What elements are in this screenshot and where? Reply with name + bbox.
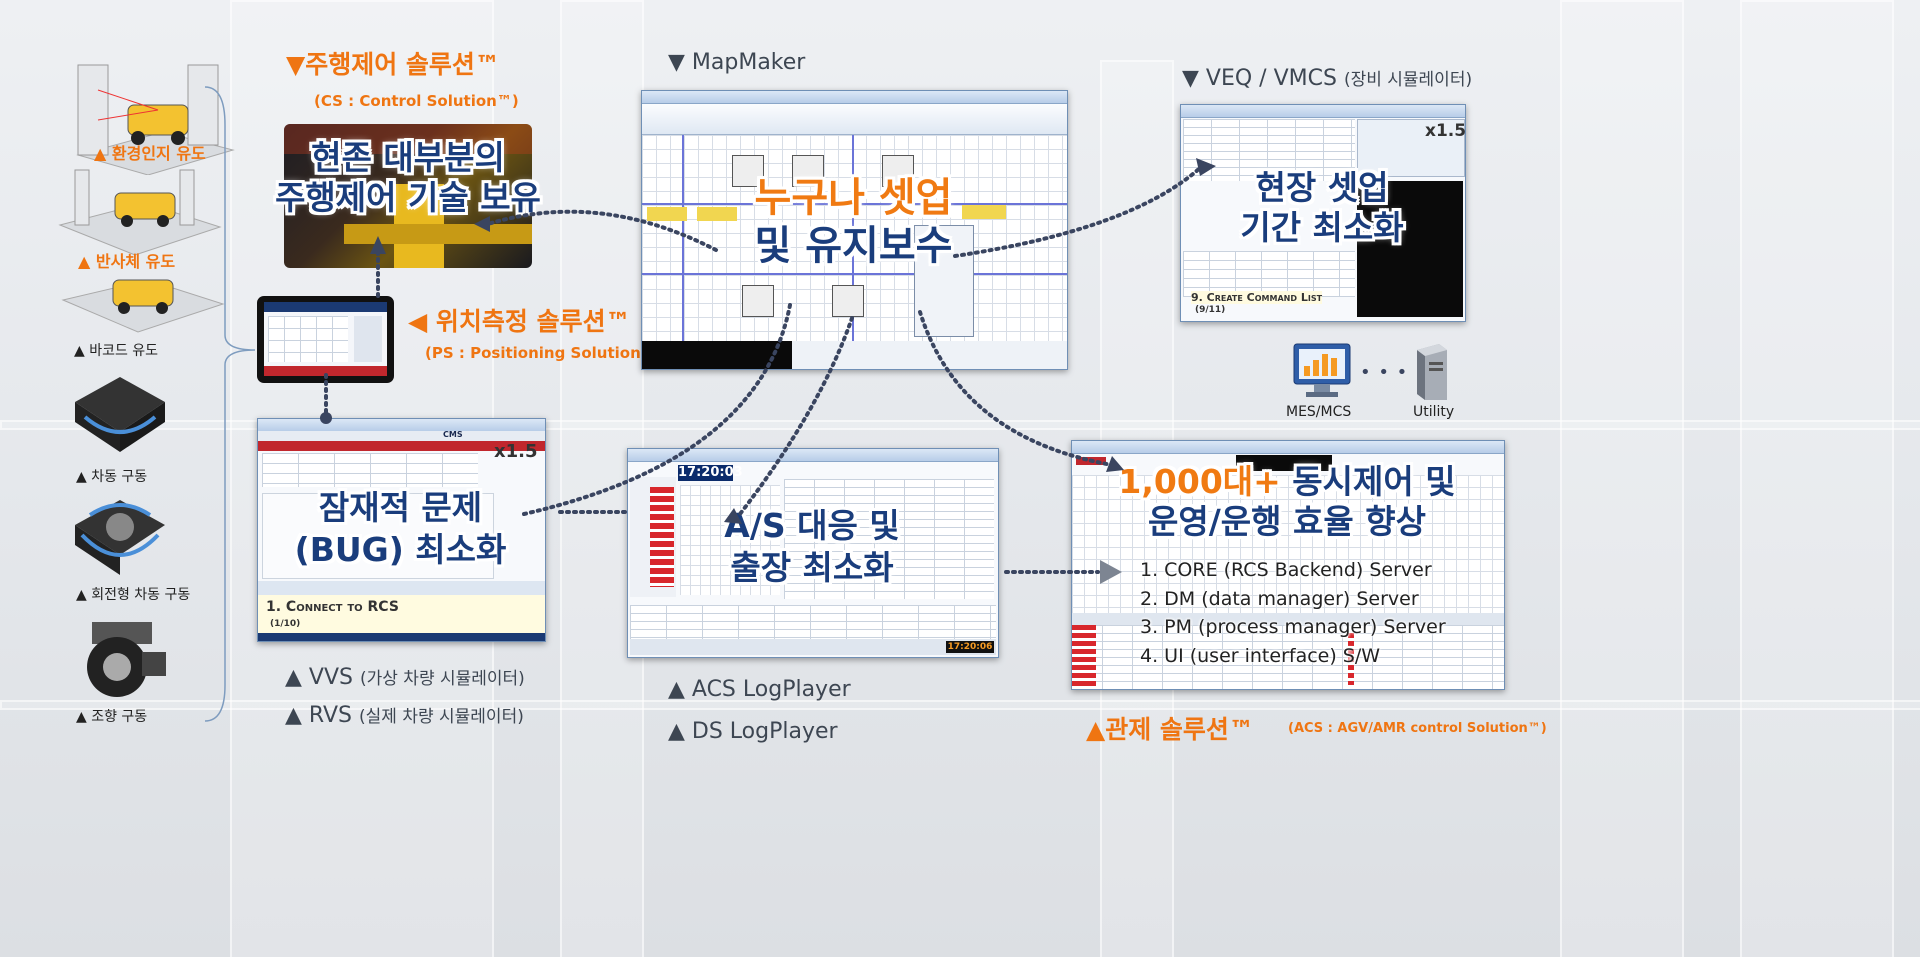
mes-monitor-icon [1293,343,1351,397]
ps-tablet [257,296,394,383]
mapmaker-overlay-line1: 누구나 셋업 [754,175,953,221]
logplayer-time-start: 17:20:03 [678,465,743,481]
veq-overlay-line1: 현장 셋업 [1255,168,1389,207]
vehicle-label-env: ▲ 환경인지 유도 [94,144,206,163]
vvs-caption-sub: (가상 차량 시뮬레이터) [359,669,525,689]
utility-label: Utility [1413,404,1455,420]
external-dots: • • • [1360,362,1409,383]
acs-subtitle: (ACS : AGV/AMR control Solution™) [1288,721,1547,736]
acs-overlay-line1: 1,000대+ 동시제어 및 [1071,462,1503,501]
vvs-caption-main: ▲ VVS [285,665,353,690]
agv-barcode-illustration [61,279,225,333]
acs-overlay-rest: 동시제어 및 [1280,462,1456,501]
rotary-drive-illustration [75,500,165,575]
vvs-window-title: CMS [443,430,463,439]
cs-title: ▼주행제어 솔루션™ [286,50,500,79]
agv-lidar-illustration [76,64,235,175]
mes-label: MES/MCS [1286,404,1352,420]
acs-title: ▲관제 솔루션™ [1086,715,1254,744]
cs-subtitle: (CS : Control Solution™) [314,92,519,110]
vehicle-bracket [204,86,256,722]
differential-drive-illustration [75,377,165,452]
vehicle-label-reflector: ▲ 반사체 유도 [78,252,176,271]
vvs-window: CMS x1.5 1. Connect to RCS (1/10) [257,418,546,642]
arrow-acs [1106,456,1124,472]
veq-window: x1.5 9. Create Command List (9/11) [1180,104,1466,322]
agv-reflector-illustration [58,169,222,256]
steering-drive-illustration [87,622,166,697]
acs-server-list: 1. CORE (RCS Backend) Server 2. DM (data… [1140,556,1446,670]
vehicle-label-rotary-drive: ▲ 회전형 차동 구동 [76,587,191,603]
veq-caption: ▼ VEQ / VMCS (장비 시뮬레이터) [1182,65,1472,91]
veq-caption-sub: (장비 시뮬레이터) [1343,70,1473,90]
server-item: 3. PM (process manager) Server [1140,616,1446,638]
vehicle-label-barcode: ▲ 바코드 유도 [74,343,159,359]
acs-logplayer-caption: ▲ ACS LogPlayer [668,677,851,702]
vvs-command: 1. Connect to RCS [266,599,399,615]
arrow-servers [1100,560,1122,584]
acs-log-overlay-line1: A/S 대응 및 [724,506,900,545]
vehicle-label-diff-drive: ▲ 차동 구동 [76,469,148,485]
server-item: 2. DM (data manager) Server [1140,587,1419,610]
rvs-caption: ▲ RVS (실제 차량 시뮬레이터) [285,702,524,728]
vvs-overlay-line1: 잠재적 문제 [318,488,483,527]
logplayer-time-end: 17:20:06 [946,641,994,653]
vehicle-label-steering: ▲ 조향 구동 [76,709,148,725]
ps-subtitle: (PS : Positioning Solution™) [425,344,663,362]
arrow-acs-log [724,508,742,524]
veq-progress: (9/11) [1195,305,1226,315]
vvs-overlay-line2: (BUG) 최소화 [294,530,507,569]
acs-window [1071,440,1505,690]
server-item: 1. CORE (RCS Backend) Server [1140,559,1432,581]
acs-overlay-count: 1,000대+ [1118,462,1281,501]
veq-overlay-line2: 기간 최소화 [1240,208,1404,247]
cs-overlay-line2: 주행제어 기술 보유 [275,178,541,217]
tablet-node [320,412,332,424]
arrow-veq [1196,158,1216,176]
veq-caption-main: ▼ VEQ / VMCS [1182,66,1337,91]
vvs-speed: x1.5 [494,441,538,462]
vvs-progress: (1/10) [270,619,301,629]
vvs-caption: ▲ VVS (가상 차량 시뮬레이터) [285,664,525,690]
arrow-mapmaker-cs [474,216,490,232]
ps-title: ◀ 위치측정 솔루션™ [408,307,631,336]
mapmaker-overlay-line2: 및 유지보수 [754,223,953,269]
mapmaker-caption: ▼ MapMaker [668,50,806,75]
acs-logplayer-window: 17:20:03 17:20:06 [627,448,999,658]
mapmaker-window [641,90,1068,370]
utility-server-icon [1417,344,1447,400]
veq-speed: x1.5 [1425,121,1466,141]
arrow-cs [370,236,386,254]
rvs-caption-sub: (실제 차량 시뮬레이터) [359,707,524,727]
server-item: 4. UI (user interface) S/W [1140,644,1381,667]
acs-log-overlay-line2: 출장 최소화 [730,548,894,587]
rvs-caption-main: ▲ RVS [285,703,353,728]
veq-command: 9. Create Command List [1191,291,1323,304]
acs-overlay-line2: 운영/운행 효율 향상 [1148,502,1426,541]
ds-logplayer-caption: ▲ DS LogPlayer [668,719,838,744]
cs-overlay-line1: 현존 대부분의 [311,138,505,177]
